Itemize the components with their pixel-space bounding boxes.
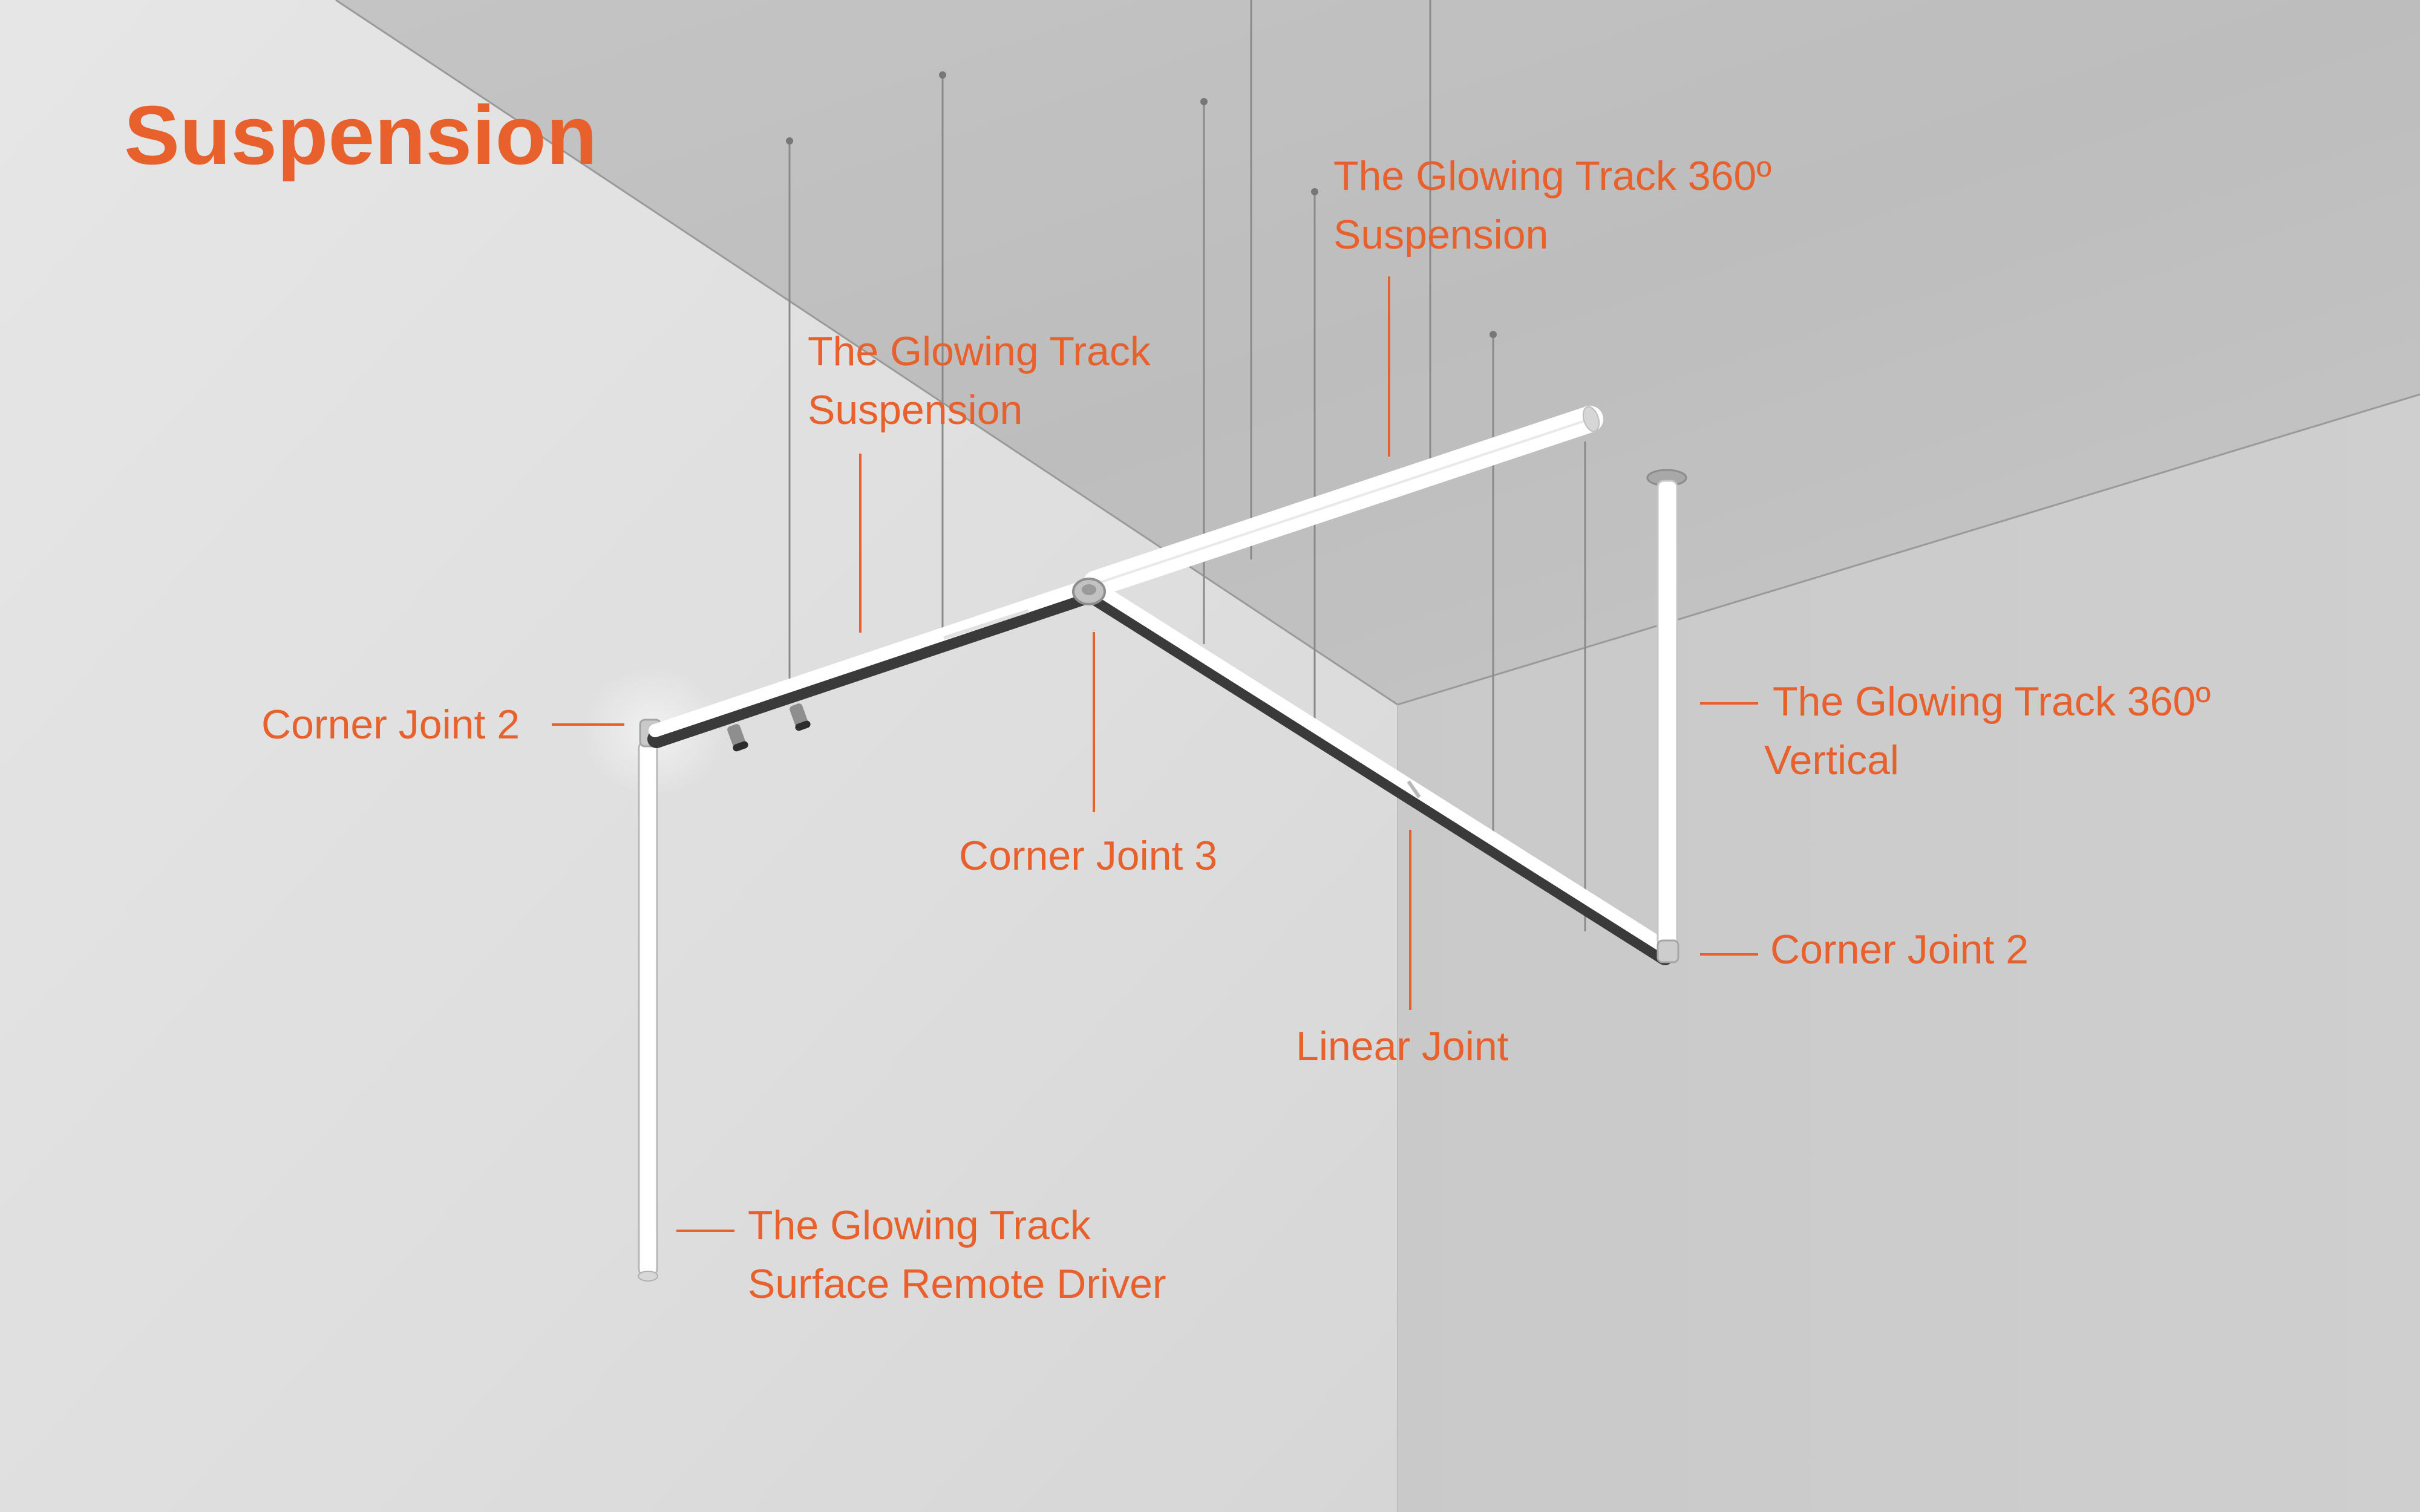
track-360-vertical: [1656, 480, 1678, 948]
callout-corner-joint-2-right-text: Corner Joint 2: [1770, 927, 2029, 973]
callout-corner-joint-2-left: Corner Joint 2: [261, 696, 520, 754]
callout-linear-joint-text: Linear Joint: [1296, 1023, 1509, 1069]
ceiling: [336, 0, 2420, 705]
track-360-suspension-bar: [1083, 406, 1603, 597]
callout-surface-remote-driver-line1: The Glowing Track: [748, 1202, 1091, 1248]
right-wall: [1398, 394, 2420, 1512]
callout-corner-joint-2-left-text: Corner Joint 2: [261, 702, 520, 748]
track-spotlights: [727, 703, 811, 752]
callout-track-360-vertical: The Glowing Track 360º Vertical: [1764, 673, 2211, 790]
leader-surface-remote-driver: [676, 1230, 734, 1232]
callout-track-360-suspension-line2: Suspension: [1333, 212, 1549, 258]
page-title: Suspension: [124, 89, 598, 182]
callout-track-suspension-line2: Suspension: [808, 387, 1023, 433]
callout-corner-joint-2-right: Corner Joint 2: [1770, 921, 2029, 979]
callout-track-360-vertical-line1: The Glowing Track 360º: [1773, 679, 2211, 725]
callout-track-360-vertical-line2: Vertical: [1764, 737, 1899, 783]
leader-track-360-suspension: [1388, 276, 1390, 457]
diagonal-track-bar: [1084, 581, 1675, 965]
callout-track-suspension-line1: The Glowing Track: [808, 328, 1151, 374]
corner-joint-3: [1072, 578, 1106, 605]
leader-corner-joint-2-right: [1700, 953, 1758, 956]
leader-track-360-vertical: [1700, 702, 1758, 705]
ceiling-right-edge: [1397, 393, 2420, 706]
callout-linear-joint: Linear Joint: [1296, 1017, 1509, 1076]
leader-linear-joint: [1409, 830, 1411, 1010]
leader-track-suspension: [859, 454, 862, 633]
ceiling-left-edge: [335, 0, 1398, 706]
surface-remote-driver-track: [638, 740, 658, 1282]
leader-corner-joint-2-left: [552, 723, 624, 726]
callout-corner-joint-3: Corner Joint 3: [959, 827, 1217, 885]
callout-track-360-suspension: The Glowing Track 360º Suspension: [1333, 147, 1771, 264]
callout-corner-joint-3-text: Corner Joint 3: [959, 833, 1218, 879]
callout-track-suspension: The Glowing Track Suspension: [808, 322, 1151, 440]
leader-corner-joint-3: [1093, 632, 1095, 812]
corner-joint-2-right: [1656, 939, 1679, 963]
callout-surface-remote-driver: The Glowing Track Surface Remote Driver: [748, 1196, 1166, 1314]
callout-surface-remote-driver-line2: Surface Remote Driver: [748, 1261, 1166, 1307]
track-suspension-bar: [647, 579, 1097, 748]
callout-track-360-suspension-line1: The Glowing Track 360º: [1333, 153, 1772, 199]
